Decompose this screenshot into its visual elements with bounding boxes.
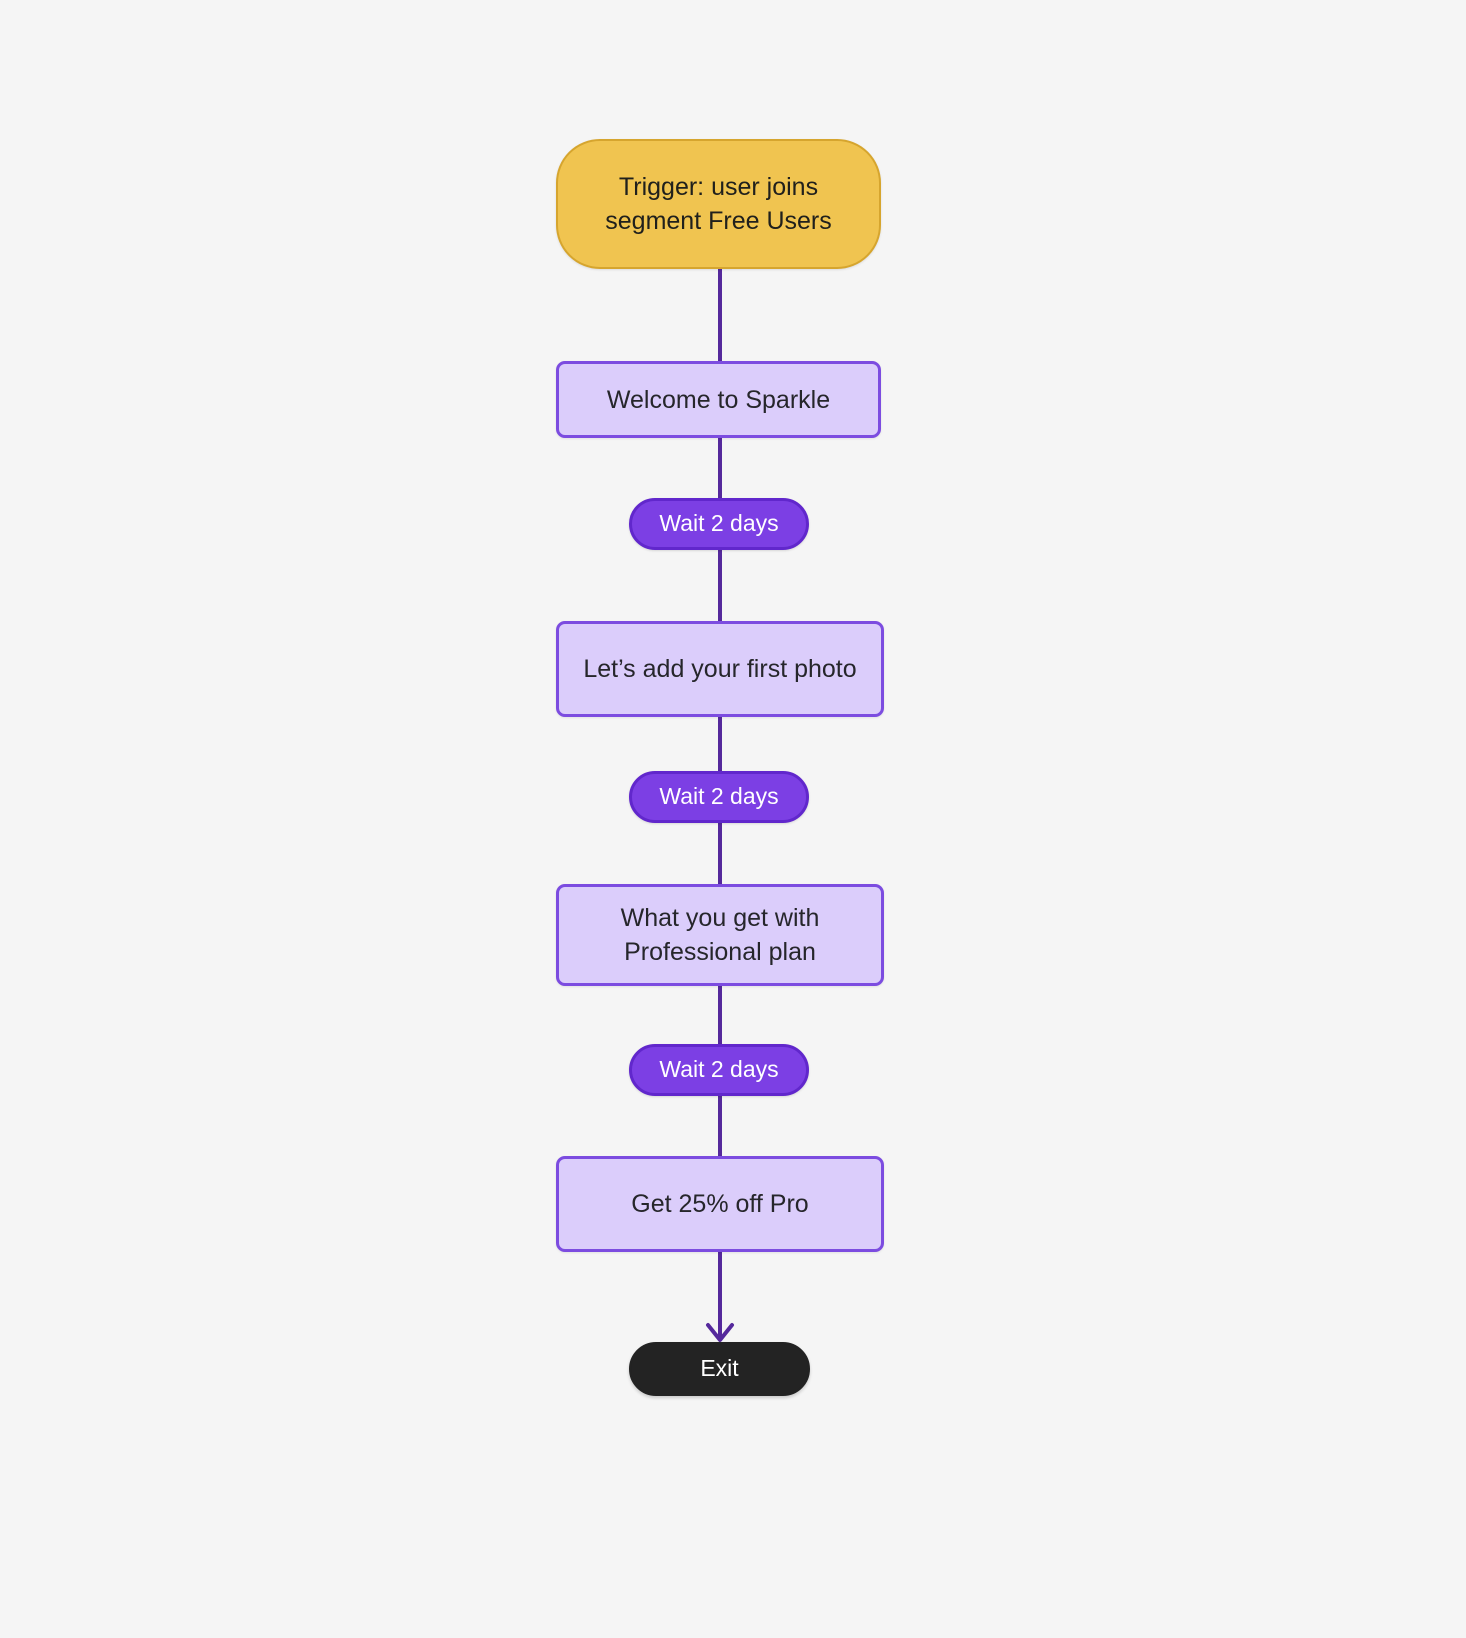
node-message-professional-plan[interactable]: What you get with Professional plan [556,884,884,986]
node-message-welcome[interactable]: Welcome to Sparkle [556,361,881,438]
connector-discount-to-exit [706,1251,734,1342]
connector-welcome-to-wait-1 [718,437,722,499]
node-exit-label: Exit [700,1355,739,1382]
node-wait-2-label: Wait 2 days [659,783,779,810]
node-trigger[interactable]: Trigger: user joins segment Free Users [556,139,881,269]
node-wait-3[interactable]: Wait 2 days [629,1044,809,1096]
connector-wait-3-to-discount [718,1095,722,1157]
node-wait-2[interactable]: Wait 2 days [629,771,809,823]
node-message-professional-plan-label: What you get with Professional plan [620,904,820,966]
node-wait-3-label: Wait 2 days [659,1056,779,1083]
connector-trigger-to-welcome [718,266,722,362]
connector-wait-1-to-first-photo [718,549,722,622]
node-message-welcome-label: Welcome to Sparkle [606,385,831,414]
connector-first-photo-to-wait-2 [718,716,722,772]
node-message-first-photo-label: Let’s add your first photo [583,655,857,683]
connector-wait-2-to-professional-plan [718,821,722,885]
node-message-discount[interactable]: Get 25% off Pro [556,1156,884,1252]
node-wait-1-label: Wait 2 days [659,510,779,537]
connector-professional-plan-to-wait-3 [718,985,722,1045]
node-message-first-photo[interactable]: Let’s add your first photo [556,621,884,717]
node-message-discount-label: Get 25% off Pro [631,1190,809,1218]
node-trigger-label: Trigger: user joins segment Free Users [605,173,832,235]
node-wait-1[interactable]: Wait 2 days [629,498,809,550]
node-exit[interactable]: Exit [629,1342,810,1396]
